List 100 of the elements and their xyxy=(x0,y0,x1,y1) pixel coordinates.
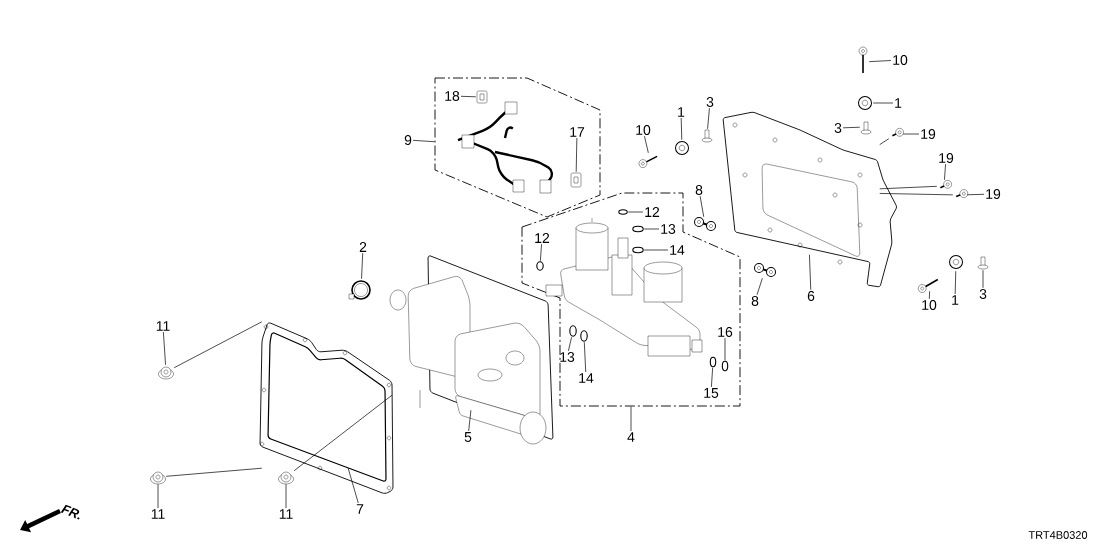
leader-line xyxy=(163,331,166,366)
callout-number: 14 xyxy=(670,245,685,255)
nut-drawing xyxy=(278,471,294,485)
reservoir-drawing xyxy=(389,255,554,445)
leader-line xyxy=(902,133,920,135)
callout-number: 17 xyxy=(570,127,585,137)
ring-drawing xyxy=(721,360,729,372)
callout-number: 16 xyxy=(718,327,733,337)
bolt-drawing xyxy=(939,180,952,189)
clamp-drawing xyxy=(348,280,371,300)
callout-number: 10 xyxy=(922,300,937,310)
leader-line xyxy=(699,195,705,218)
leader-line xyxy=(842,126,861,129)
ring-drawing xyxy=(618,209,628,215)
gasket-drawing xyxy=(259,322,394,494)
leader-line xyxy=(644,135,649,154)
bracket-drawing xyxy=(722,111,897,288)
collar-drawing xyxy=(675,141,689,155)
leader-line xyxy=(575,137,578,173)
leader-line xyxy=(568,336,572,352)
collar-drawing xyxy=(949,255,963,269)
dashed-group-outline xyxy=(434,77,601,218)
callout-number: 14 xyxy=(579,373,594,383)
grommet-drawing xyxy=(694,217,716,231)
nut-drawing xyxy=(150,471,166,485)
leader-line xyxy=(293,394,393,472)
leader-line xyxy=(157,483,159,509)
bolt-drawing xyxy=(858,46,868,74)
callout-number: 10 xyxy=(893,55,908,65)
callout-number: 8 xyxy=(695,185,703,195)
callout-number: 8 xyxy=(751,296,759,306)
leader-line xyxy=(627,211,644,213)
callout-number: 1 xyxy=(895,98,902,108)
label-text: FR. xyxy=(60,504,80,520)
callout-number: 7 xyxy=(356,504,364,514)
callout-number: 3 xyxy=(834,123,842,133)
callout-number: 13 xyxy=(661,224,676,234)
callout-number: 12 xyxy=(535,233,550,243)
ring-drawing xyxy=(580,330,588,342)
leader-line xyxy=(165,467,263,477)
leader-line xyxy=(711,367,713,388)
bolt-drawing xyxy=(918,278,939,293)
nut-drawing xyxy=(158,366,174,380)
callout-number: 18 xyxy=(445,91,460,101)
leader-line xyxy=(928,290,930,300)
pin-drawing xyxy=(977,256,989,270)
leader-line xyxy=(868,60,892,62)
callout-number: 5 xyxy=(464,432,472,442)
ring-drawing xyxy=(569,325,577,337)
callout-number: 15 xyxy=(704,388,719,398)
callout-number: 19 xyxy=(986,189,1001,199)
callout-number: 12 xyxy=(645,207,660,217)
leader-line xyxy=(707,107,710,130)
leader-line xyxy=(643,249,669,251)
callout-number: 19 xyxy=(921,129,936,139)
callout-number: 13 xyxy=(560,352,575,362)
leader-line xyxy=(468,409,472,432)
ring-drawing xyxy=(709,356,717,368)
bolt-drawing xyxy=(955,189,968,198)
callout-number: 11 xyxy=(156,321,170,331)
leader-line xyxy=(879,138,890,145)
pin-drawing xyxy=(701,129,713,143)
leader-line xyxy=(680,117,683,141)
leader-line xyxy=(966,193,985,196)
leader-line xyxy=(285,483,287,509)
ring-drawing xyxy=(632,246,644,254)
pin-drawing xyxy=(860,121,872,135)
leader-line xyxy=(724,337,726,361)
callout-number: 1 xyxy=(952,295,959,305)
callout-number: 6 xyxy=(807,291,815,301)
leader-line xyxy=(944,163,946,181)
leader-line xyxy=(643,228,660,230)
callout-number: 1 xyxy=(678,107,685,117)
leader-line xyxy=(173,321,263,369)
leader-line xyxy=(756,277,763,296)
leader-line xyxy=(347,467,359,504)
leader-line xyxy=(879,193,954,196)
callout-number: 3 xyxy=(979,289,987,299)
callout-number: 3 xyxy=(706,97,714,107)
ring-drawing xyxy=(632,225,644,233)
leader-line xyxy=(954,270,957,295)
callout-number: 10 xyxy=(636,125,651,135)
leader-line xyxy=(872,102,894,104)
callout-number: 9 xyxy=(404,135,412,145)
label-text: TRT4B0320 xyxy=(1028,531,1088,539)
callout-number: 19 xyxy=(939,153,954,163)
clip-drawing xyxy=(570,172,582,188)
grommet-drawing xyxy=(754,263,776,277)
leader-line xyxy=(412,140,435,143)
leader-line xyxy=(583,341,587,373)
collar-drawing xyxy=(858,96,872,110)
callout-number: 11 xyxy=(279,509,293,519)
callout-number: 4 xyxy=(627,432,635,442)
clip-drawing xyxy=(476,90,488,104)
leader-line xyxy=(630,406,632,432)
leader-line xyxy=(460,95,477,98)
callout-number: 2 xyxy=(359,242,367,252)
bolt-drawing xyxy=(891,128,904,137)
ring-drawing xyxy=(536,261,544,271)
leader-line xyxy=(982,269,984,289)
